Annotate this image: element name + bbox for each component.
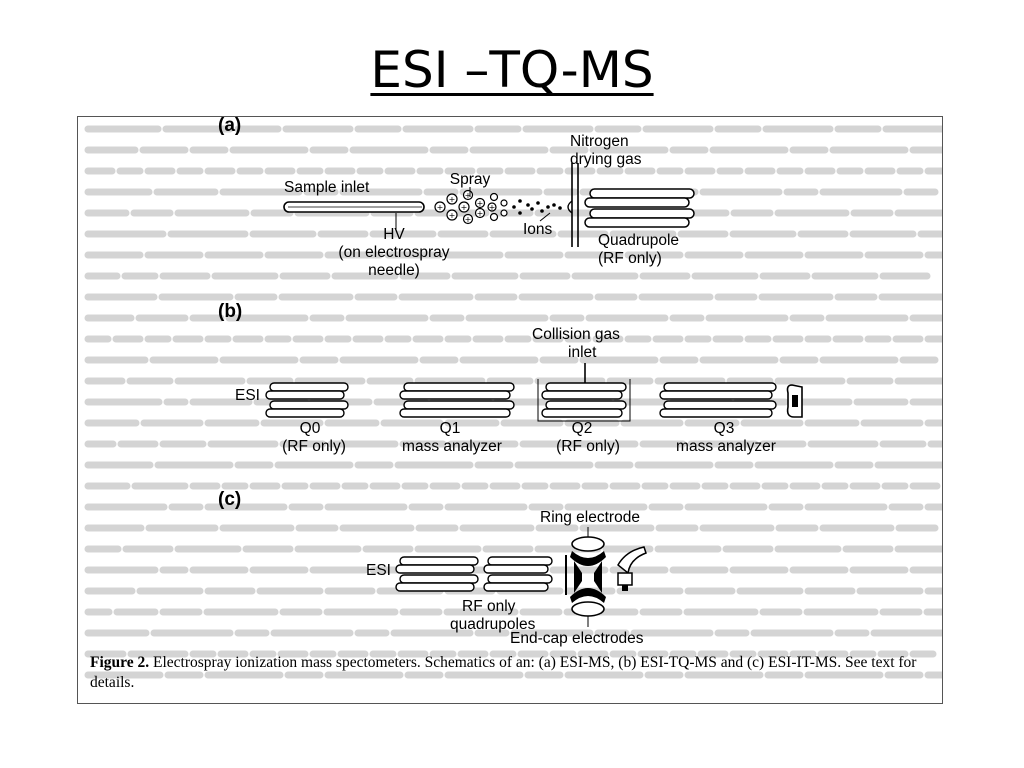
- charge-plus-glyph: +: [449, 211, 456, 220]
- rf-quadrupole-2: [483, 556, 553, 592]
- ions-label: Ions: [523, 221, 553, 238]
- nitrogen-gas-plates: [567, 163, 579, 247]
- detector-c: [617, 546, 647, 591]
- charge-plus-glyph: +: [449, 195, 456, 204]
- ion-dot: [530, 207, 534, 211]
- q0-sublabel: (RF only): [282, 438, 346, 455]
- ion-dot: [540, 209, 544, 213]
- ion-dot: [558, 206, 562, 210]
- charge-plus-glyph: +: [461, 203, 468, 212]
- q2-sublabel: (RF only): [556, 438, 620, 455]
- nitrogen-label-1: Nitrogen: [570, 133, 629, 150]
- figure-caption: Figure 2. Electrospray ionization mass s…: [90, 653, 935, 693]
- spray-droplet: [434, 201, 446, 213]
- spray-droplet: [474, 207, 486, 219]
- collision-gas-label-1: Collision gas: [532, 326, 620, 343]
- ion-dot: [546, 205, 550, 209]
- spray-droplet: [487, 202, 497, 212]
- q1-sublabel: mass analyzer: [402, 438, 502, 455]
- charge-plus-glyph: +: [489, 203, 496, 212]
- q1-label: Q1: [440, 420, 461, 437]
- charge-plus-glyph: +: [477, 209, 484, 218]
- quadrupole-q3: [659, 382, 777, 418]
- rf-quadrupole-1: [395, 556, 479, 592]
- ion-dot: [518, 199, 522, 203]
- panel-b-label: (b): [218, 301, 242, 322]
- spray-droplet: [489, 192, 499, 202]
- quadrupole-label-2: (RF only): [598, 250, 662, 267]
- esi-label-b: ESI: [235, 387, 260, 404]
- panel-c-label: (c): [218, 489, 241, 510]
- spray-droplets: +++++++++: [434, 189, 508, 225]
- charge-plus-glyph: +: [465, 191, 472, 200]
- nitrogen-label-2: drying gas: [570, 151, 642, 168]
- sample-inlet-needle: [283, 201, 425, 213]
- hv-label-2: (on electrospray: [338, 244, 449, 261]
- quadrupole-q2: [537, 379, 631, 422]
- esi-label-c: ESI: [366, 562, 391, 579]
- quadrupole-q0: [265, 382, 349, 418]
- quadrupole-rods-a: [584, 188, 695, 228]
- esi-schematic-diagram: (a) Sample inlet HV (on electrospray nee…: [218, 117, 803, 647]
- spray-droplet: [500, 209, 508, 217]
- q0-label: Q0: [300, 420, 321, 437]
- quadrupoles-label: quadrupoles: [450, 616, 536, 633]
- sample-inlet-label: Sample inlet: [284, 179, 370, 196]
- spray-droplet: [474, 197, 486, 209]
- panel-a-label: (a): [218, 117, 241, 136]
- ions-dots: [512, 199, 562, 215]
- endcap-electrodes-label: End-cap electrodes: [510, 630, 644, 647]
- quadrupole-q1: [399, 382, 515, 418]
- charge-plus-glyph: +: [477, 199, 484, 208]
- ion-dot: [552, 203, 556, 207]
- ion-dot: [512, 205, 516, 209]
- slide-title: ESI –TQ-MS: [370, 41, 654, 99]
- quadrupole-label-1: Quadrupole: [598, 232, 679, 249]
- figure-number: Figure 2.: [90, 654, 150, 671]
- spray-droplet: [462, 213, 474, 225]
- q3-sublabel: mass analyzer: [676, 438, 776, 455]
- ring-electrode-label: Ring electrode: [540, 509, 640, 526]
- rf-only-label: RF only: [462, 598, 516, 615]
- spray-label: Spray: [450, 171, 491, 188]
- ions-pointer-line: [539, 212, 551, 222]
- q2-label: Q2: [572, 420, 593, 437]
- q3-label: Q3: [714, 420, 735, 437]
- ion-trap: [565, 527, 606, 627]
- ion-dot: [536, 201, 540, 205]
- scanned-figure: (a) Sample inlet HV (on electrospray nee…: [77, 116, 943, 704]
- charge-plus-glyph: +: [437, 203, 444, 212]
- hv-label-1: HV: [383, 226, 405, 243]
- ion-dot: [518, 211, 522, 215]
- spray-droplet: [458, 201, 470, 213]
- spray-droplet: [500, 199, 508, 207]
- spray-droplet: [446, 209, 458, 221]
- ion-dot: [526, 203, 530, 207]
- figure-caption-text: Electrospray ionization mass spectometer…: [90, 654, 917, 691]
- detector-b: [786, 384, 803, 418]
- spray-droplet: [446, 193, 458, 205]
- spray-droplet: [489, 212, 499, 222]
- collision-gas-label-2: inlet: [568, 344, 597, 361]
- hv-label-3: needle): [368, 262, 420, 279]
- charge-plus-glyph: +: [465, 215, 472, 224]
